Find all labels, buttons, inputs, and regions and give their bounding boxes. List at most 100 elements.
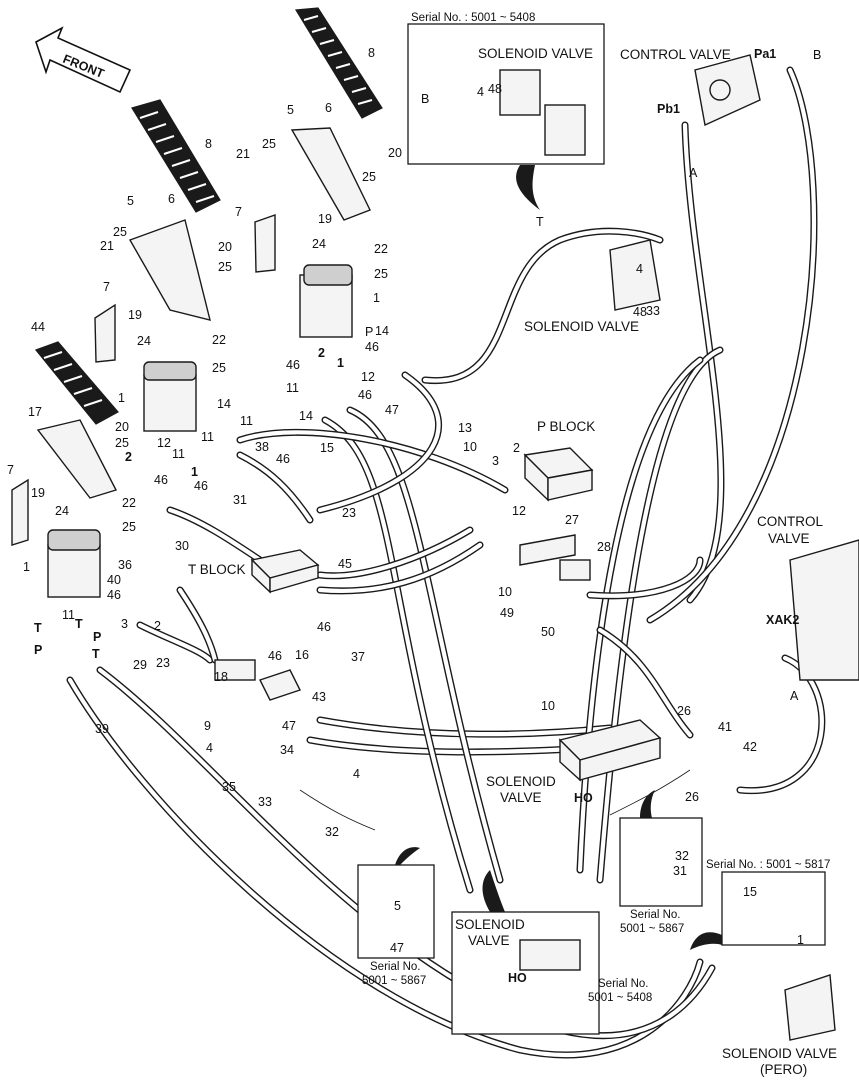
callout-p-50: P <box>34 643 42 657</box>
caption-solenoid-low-1: SOLENOID <box>486 774 556 789</box>
callout-46-62: 46 <box>276 452 290 466</box>
callout-1-39: 1 <box>337 356 344 370</box>
callout-14-56: 14 <box>217 397 231 411</box>
port-ho-2: HO <box>508 971 527 985</box>
callout-t-51: T <box>75 617 83 631</box>
callout-33-77: 33 <box>258 795 272 809</box>
serial-bottom-1: Serial No. <box>598 978 649 990</box>
callout-3-88: 3 <box>492 454 499 468</box>
callout-2-89: 2 <box>513 441 520 455</box>
callout-46-47: 46 <box>194 479 208 493</box>
callout-46-41: 46 <box>358 388 372 402</box>
callout-11-61: 11 <box>240 414 253 428</box>
callout-43-101: 43 <box>312 690 326 704</box>
caption-solenoid-pero-1: SOLENOID VALVE <box>722 1046 837 1061</box>
callout-46-92: 46 <box>317 620 331 634</box>
callout-11-45: 11 <box>172 447 185 461</box>
callout-18-71: 18 <box>214 670 228 684</box>
callout-47-72: 47 <box>282 719 296 733</box>
callout-a-106: A <box>790 689 799 703</box>
callout-t-53: T <box>92 647 100 661</box>
callout-14-63: 14 <box>299 409 313 423</box>
callout-26-105: 26 <box>685 790 699 804</box>
callout-4-74: 4 <box>206 741 213 755</box>
callout-25-24: 25 <box>212 361 226 375</box>
callout-47-85: 47 <box>385 403 399 417</box>
callout-21-5: 21 <box>236 147 250 161</box>
callout-30-80: 30 <box>175 539 189 553</box>
callout-1-121: 1 <box>797 933 804 947</box>
callout-4-111: 4 <box>477 85 484 99</box>
caption-control-valve-top: CONTROL VALVE <box>620 47 731 62</box>
inset-boxes <box>357 23 826 1035</box>
callout-6-1: 6 <box>325 101 332 115</box>
callout-29-81: 29 <box>133 658 147 672</box>
callout-2-36: 2 <box>318 346 325 360</box>
callout-32-116: 32 <box>675 849 689 863</box>
callout-p-52: P <box>93 630 101 644</box>
callout-16-70: 16 <box>295 648 309 662</box>
callout-49-97: 49 <box>500 606 514 620</box>
callout-5-9: 5 <box>127 194 134 208</box>
callout-46-69: 46 <box>268 649 282 663</box>
callout-19-21: 19 <box>128 308 142 322</box>
callout-24-16: 24 <box>312 237 326 251</box>
callout-24-22: 24 <box>137 334 151 348</box>
callout-20-3: 20 <box>388 146 402 160</box>
callout-15-84: 15 <box>320 441 334 455</box>
callout-46-59: 46 <box>107 588 121 602</box>
callout-38-64: 38 <box>255 440 269 454</box>
inset-serial-left <box>357 864 435 959</box>
callout-37-83: 37 <box>351 650 365 664</box>
caption-control-valve-right-1: CONTROL <box>757 514 823 529</box>
serial-center-1: Serial No. <box>630 909 681 921</box>
callout-t-108: T <box>536 215 544 229</box>
callout-23-90: 23 <box>342 506 356 520</box>
callout-34-75: 34 <box>280 743 294 757</box>
callout-19-15: 19 <box>318 212 332 226</box>
callout-7-14: 7 <box>235 205 242 219</box>
serial-center-2: 5001 ~ 5867 <box>620 923 684 935</box>
callout-15-120: 15 <box>743 885 757 899</box>
callout-12-42: 12 <box>157 436 171 450</box>
pedals <box>35 7 383 499</box>
inset-serial-center <box>619 817 703 907</box>
callout-39-82: 39 <box>95 722 109 736</box>
callout-3-66: 3 <box>121 617 128 631</box>
callout-31-117: 31 <box>673 864 687 878</box>
blocks <box>214 54 859 1041</box>
callout-1-46: 1 <box>191 465 198 479</box>
port-labels: Pa1 Pb1 XAK2 HO HO <box>508 47 799 985</box>
port-xak2: XAK2 <box>766 613 799 627</box>
callout-25-6: 25 <box>362 170 376 184</box>
callout-22-17: 22 <box>374 242 388 256</box>
callout-8-7: 8 <box>205 137 212 151</box>
callout-1-25: 1 <box>118 391 125 405</box>
hose-group <box>66 66 826 1059</box>
callout-21-12: 21 <box>100 239 114 253</box>
callout-8-0: 8 <box>368 46 375 60</box>
callout-25-11: 25 <box>113 225 127 239</box>
serial-top: Serial No. : 5001 ~ 5408 <box>411 12 535 24</box>
callout-25-18: 25 <box>374 267 388 281</box>
callout-t-49: T <box>34 621 42 635</box>
callout-23-68: 23 <box>156 656 170 670</box>
caption-solenoid-mid: SOLENOID VALVE <box>524 319 639 334</box>
callout-7-20: 7 <box>103 280 110 294</box>
callout-7-30: 7 <box>7 463 14 477</box>
caption-p-block: P BLOCK <box>537 419 595 434</box>
pedal-valves <box>11 214 353 598</box>
callout-13-86: 13 <box>458 421 472 435</box>
callout-20-28: 20 <box>115 420 129 434</box>
callout-b-110: B <box>813 48 821 62</box>
callout-33-115: 33 <box>646 304 660 318</box>
callout-12-40: 12 <box>361 370 375 384</box>
inset-solenoid-box <box>451 911 600 1035</box>
callout-48-112: 48 <box>488 82 502 96</box>
callout-24-32: 24 <box>55 504 69 518</box>
callout-47-119: 47 <box>390 941 404 955</box>
callout-31-79: 31 <box>233 493 247 507</box>
callout-9-73: 9 <box>204 719 211 733</box>
callout-11-38: 11 <box>286 381 299 395</box>
